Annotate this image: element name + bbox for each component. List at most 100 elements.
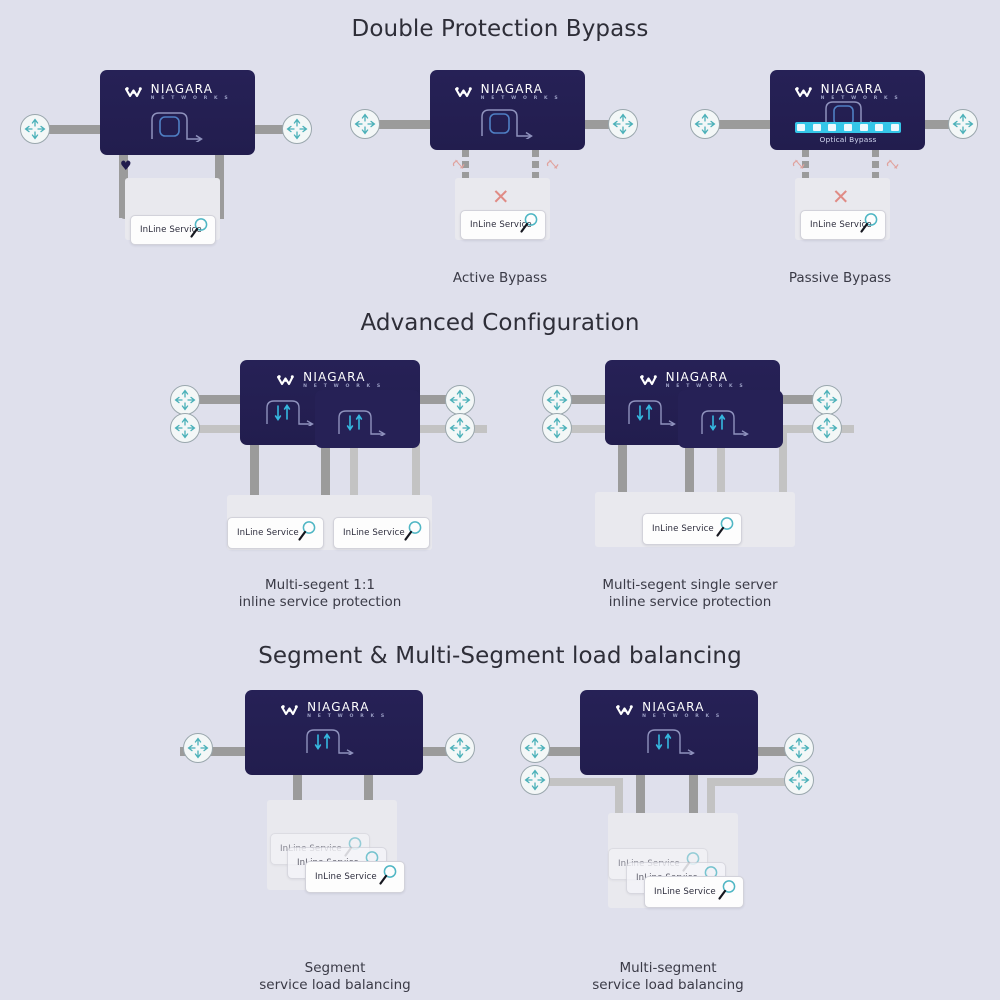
router-right-top[interactable] bbox=[784, 733, 814, 763]
inline-service-box[interactable]: InLine Service bbox=[460, 210, 546, 240]
cable-upper-right-up bbox=[685, 395, 694, 510]
niagara-wordmark: NIAGARA N E T W O R K S bbox=[642, 700, 722, 719]
niagara-logo: NIAGARA N E T W O R K S bbox=[580, 700, 758, 720]
caption-line-2: service load balancing bbox=[259, 977, 411, 993]
cable-down-left bbox=[119, 125, 128, 218]
router-left-top[interactable] bbox=[520, 733, 550, 763]
cable-lower-right-up bbox=[412, 425, 420, 520]
heart-icon: ♥ bbox=[120, 159, 132, 174]
caption-active-bypass: Active Bypass bbox=[452, 270, 548, 286]
panel-multi-segment-lb: NIAGARA N E T W O R K S bbox=[508, 685, 828, 993]
caption-line-1: Segment bbox=[304, 960, 366, 976]
router-left-bottom[interactable] bbox=[542, 413, 572, 443]
router-right-top[interactable] bbox=[812, 385, 842, 415]
inline-service-box-1[interactable]: InLine Service bbox=[227, 517, 324, 549]
niagara-logo: NIAGARA N E T W O R K S bbox=[430, 82, 585, 102]
cable-left-in bbox=[180, 747, 305, 756]
niagara-logo-mark bbox=[281, 701, 303, 720]
router-right[interactable] bbox=[445, 733, 475, 763]
flow-bidirectional-icon bbox=[646, 723, 704, 759]
flow-bidirectional-icon bbox=[627, 394, 685, 430]
panel-multi-segment-single: NIAGARA N E T W O R K S bbox=[520, 355, 860, 625]
router-right-bottom[interactable] bbox=[812, 413, 842, 443]
router-right-bottom[interactable] bbox=[445, 413, 475, 443]
caption-line-1: Multi-segent 1:1 bbox=[265, 577, 375, 593]
inline-service-label: InLine Service bbox=[315, 872, 377, 882]
cable-right-out bbox=[250, 125, 305, 134]
cable-lower-right bbox=[707, 778, 792, 786]
cable-down-right bbox=[364, 747, 373, 839]
router-right[interactable] bbox=[608, 109, 638, 139]
router-left[interactable] bbox=[20, 114, 50, 144]
cable-lower-left bbox=[543, 778, 623, 786]
inline-service-box[interactable]: InLine Service bbox=[642, 513, 742, 545]
x-status-icon: ✕ bbox=[492, 185, 510, 209]
router-left[interactable] bbox=[183, 733, 213, 763]
niagara-logo: NIAGARA N E T W O R K S bbox=[100, 82, 255, 102]
cable-upper-left-down bbox=[250, 395, 259, 515]
cable-lower-left-down bbox=[717, 425, 725, 510]
niagara-device[interactable]: NIAGARA N E T W O R K S bbox=[430, 70, 585, 150]
inline-service-box-1[interactable]: InLine Service bbox=[644, 876, 744, 908]
optical-bypass-label: Optical Bypass bbox=[819, 135, 877, 144]
niagara-device[interactable]: NIAGARA N E T W O R K S bbox=[100, 70, 255, 155]
niagara-wordmark: NIAGARA N E T W O R K S bbox=[307, 700, 387, 719]
router-left-top[interactable] bbox=[542, 385, 572, 415]
cable-upper-right-up bbox=[321, 395, 330, 515]
router-right[interactable] bbox=[948, 109, 978, 139]
niagara-wordmark: NIAGARA N E T W O R K S bbox=[665, 370, 746, 389]
niagara-device[interactable]: NIAGARA N E T W O R K S bbox=[245, 690, 423, 775]
cable-down-right bbox=[215, 125, 224, 218]
niagara-wordmark: NIAGARA N E T W O R K S bbox=[303, 370, 383, 389]
optical-bypass-strip[interactable] bbox=[795, 122, 901, 133]
router-left-bottom[interactable] bbox=[520, 765, 550, 795]
cable-down-left bbox=[293, 747, 302, 839]
niagara-device[interactable]: NIAGARA N E T W O R K S bbox=[580, 690, 758, 775]
magnifier-icon bbox=[189, 217, 209, 243]
caption-passive-bypass: Passive Bypass bbox=[788, 270, 892, 286]
flow-bidirectional-icon bbox=[337, 404, 395, 440]
inline-service-box[interactable]: InLine Service bbox=[130, 215, 216, 245]
panel-segment-lb: NIAGARA N E T W O R K S bbox=[175, 685, 495, 993]
cable-upper-left-down bbox=[618, 395, 627, 510]
magnifier-icon bbox=[297, 520, 317, 546]
magnifier-icon bbox=[519, 212, 539, 238]
cable-lower-right-up bbox=[779, 425, 787, 510]
router-left-top[interactable] bbox=[170, 385, 200, 415]
section-title-segment-load-balancing: Segment & Multi-Segment load balancing bbox=[258, 643, 742, 669]
router-right-bottom[interactable] bbox=[784, 765, 814, 795]
flow-bidirectional-icon bbox=[265, 394, 323, 430]
section-title-advanced-configuration: Advanced Configuration bbox=[360, 310, 640, 336]
panel-protected: NIAGARA N E T W O R K S bbox=[20, 60, 320, 260]
inline-service-label: InLine Service bbox=[140, 225, 202, 235]
magnifier-icon bbox=[859, 212, 879, 238]
niagara-logo: NIAGARA N E T W O R K S bbox=[245, 700, 423, 720]
magnifier-icon bbox=[378, 864, 398, 890]
inline-service-label: InLine Service bbox=[343, 528, 405, 538]
niagara-device-secondary[interactable] bbox=[315, 390, 420, 448]
niagara-logo-mark bbox=[124, 83, 147, 102]
inline-service-label: InLine Service bbox=[237, 528, 299, 538]
flow-bypass-icon bbox=[150, 106, 212, 146]
magnifier-icon bbox=[403, 520, 423, 546]
niagara-wordmark: NIAGARA N E T W O R K S bbox=[150, 82, 231, 101]
caption-line-1: Multi-segment bbox=[619, 960, 717, 976]
router-right-top[interactable] bbox=[445, 385, 475, 415]
niagara-device[interactable]: NIAGARA N E T W O R K S Optical Bypass bbox=[770, 70, 925, 150]
inline-service-box-1[interactable]: InLine Service bbox=[305, 861, 405, 893]
caption-segment-lb: Segment service load balancing bbox=[175, 960, 495, 994]
cable-upper-right-up bbox=[689, 747, 698, 847]
inline-service-box[interactable]: InLine Service bbox=[800, 210, 886, 240]
panel-passive-bypass: NIAGARA N E T W O R K S Optical Bypass bbox=[690, 60, 990, 290]
router-left[interactable] bbox=[350, 109, 380, 139]
inline-service-box-2[interactable]: InLine Service bbox=[333, 517, 430, 549]
niagara-logo-mark bbox=[454, 83, 477, 102]
broken-link-icon bbox=[792, 156, 806, 175]
router-left-bottom[interactable] bbox=[170, 413, 200, 443]
niagara-logo: NIAGARA N E T W O R K S bbox=[605, 370, 780, 390]
router-right[interactable] bbox=[282, 114, 312, 144]
niagara-device-secondary[interactable] bbox=[678, 390, 783, 448]
router-left[interactable] bbox=[690, 109, 720, 139]
broken-link-icon bbox=[886, 156, 900, 175]
niagara-logo: NIAGARA N E T W O R K S bbox=[240, 370, 420, 390]
